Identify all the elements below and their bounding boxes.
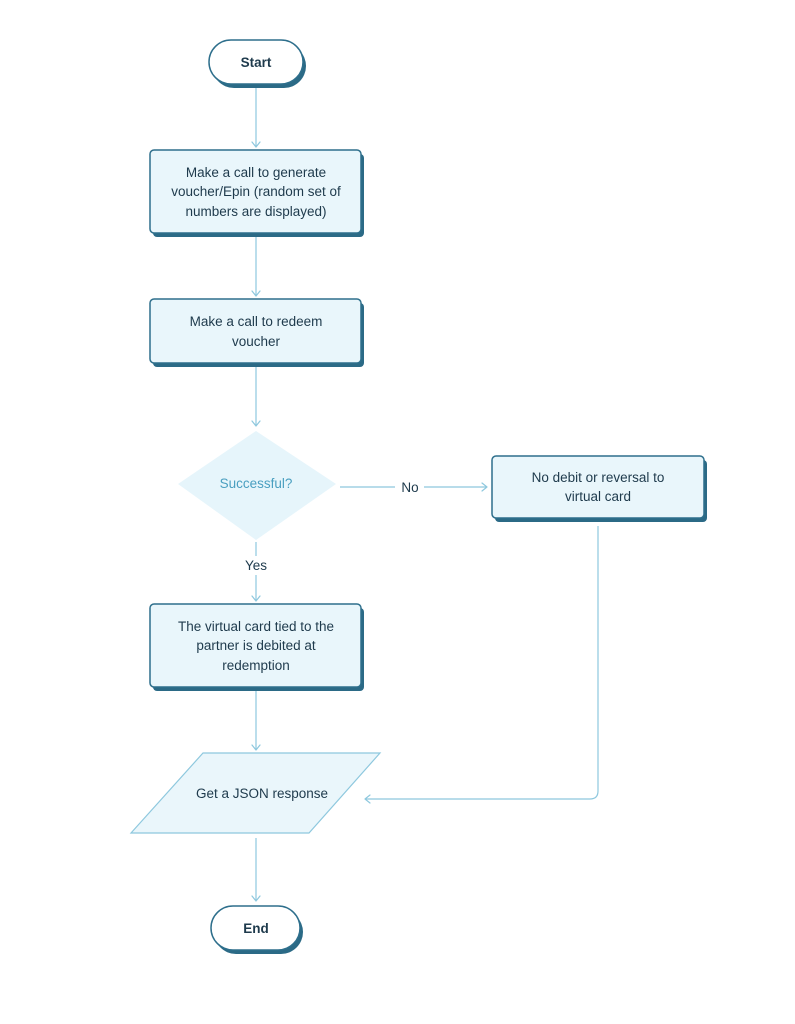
start-node: Start	[208, 39, 306, 88]
connector-no-debit-to-json	[366, 526, 599, 800]
card-debited-line-1: The virtual card tied to the	[178, 619, 334, 634]
no-debit-shape	[491, 455, 705, 519]
connectors	[251, 88, 599, 902]
generate-voucher-line-1: Make a call to generate	[186, 165, 326, 180]
decision-node: Successful?	[178, 431, 336, 540]
generate-voucher-line-2: voucher/Epin (random set of	[171, 184, 341, 199]
edge-label-no: No	[401, 480, 418, 495]
start-node-shape	[208, 39, 304, 85]
card-debited-line-2: partner is debited at	[196, 638, 316, 653]
no-debit-node: No debit or reversal to virtual card	[491, 455, 707, 522]
arrowhead-redeem	[251, 290, 261, 297]
arrowhead-no-debit	[481, 482, 488, 492]
arrowhead-json	[251, 744, 261, 751]
arrowhead-card-debited	[251, 595, 261, 602]
redeem-voucher-line-2: voucher	[232, 334, 281, 349]
generate-voucher-line-3: numbers are displayed)	[185, 204, 326, 219]
decision-label: Successful?	[220, 476, 293, 491]
end-node-shape	[210, 905, 301, 951]
edge-label-yes: Yes	[245, 558, 267, 573]
arrowhead-end	[251, 895, 261, 902]
no-debit-line-2: virtual card	[565, 489, 631, 504]
arrowhead-json-from-right	[364, 794, 371, 804]
redeem-voucher-node: Make a call to redeem voucher	[149, 298, 364, 367]
generate-voucher-node: Make a call to generate voucher/Epin (ra…	[149, 149, 364, 237]
json-response-node: Get a JSON response	[129, 752, 382, 834]
json-response-label: Get a JSON response	[196, 786, 328, 801]
start-node-label: Start	[241, 55, 272, 70]
card-debited-shape	[149, 603, 362, 688]
card-debited-node: The virtual card tied to the partner is …	[149, 603, 364, 691]
decision-shape	[178, 431, 336, 540]
arrowhead-generate	[251, 141, 261, 148]
card-debited-line-3: redemption	[222, 658, 290, 673]
end-node-label: End	[243, 921, 269, 936]
redeem-voucher-line-1: Make a call to redeem	[190, 314, 323, 329]
generate-voucher-shape	[149, 149, 362, 234]
no-debit-line-1: No debit or reversal to	[532, 470, 665, 485]
arrowhead-decision	[251, 420, 261, 427]
json-response-shape	[129, 752, 382, 834]
redeem-voucher-shape	[149, 298, 362, 364]
end-node: End	[210, 905, 303, 954]
